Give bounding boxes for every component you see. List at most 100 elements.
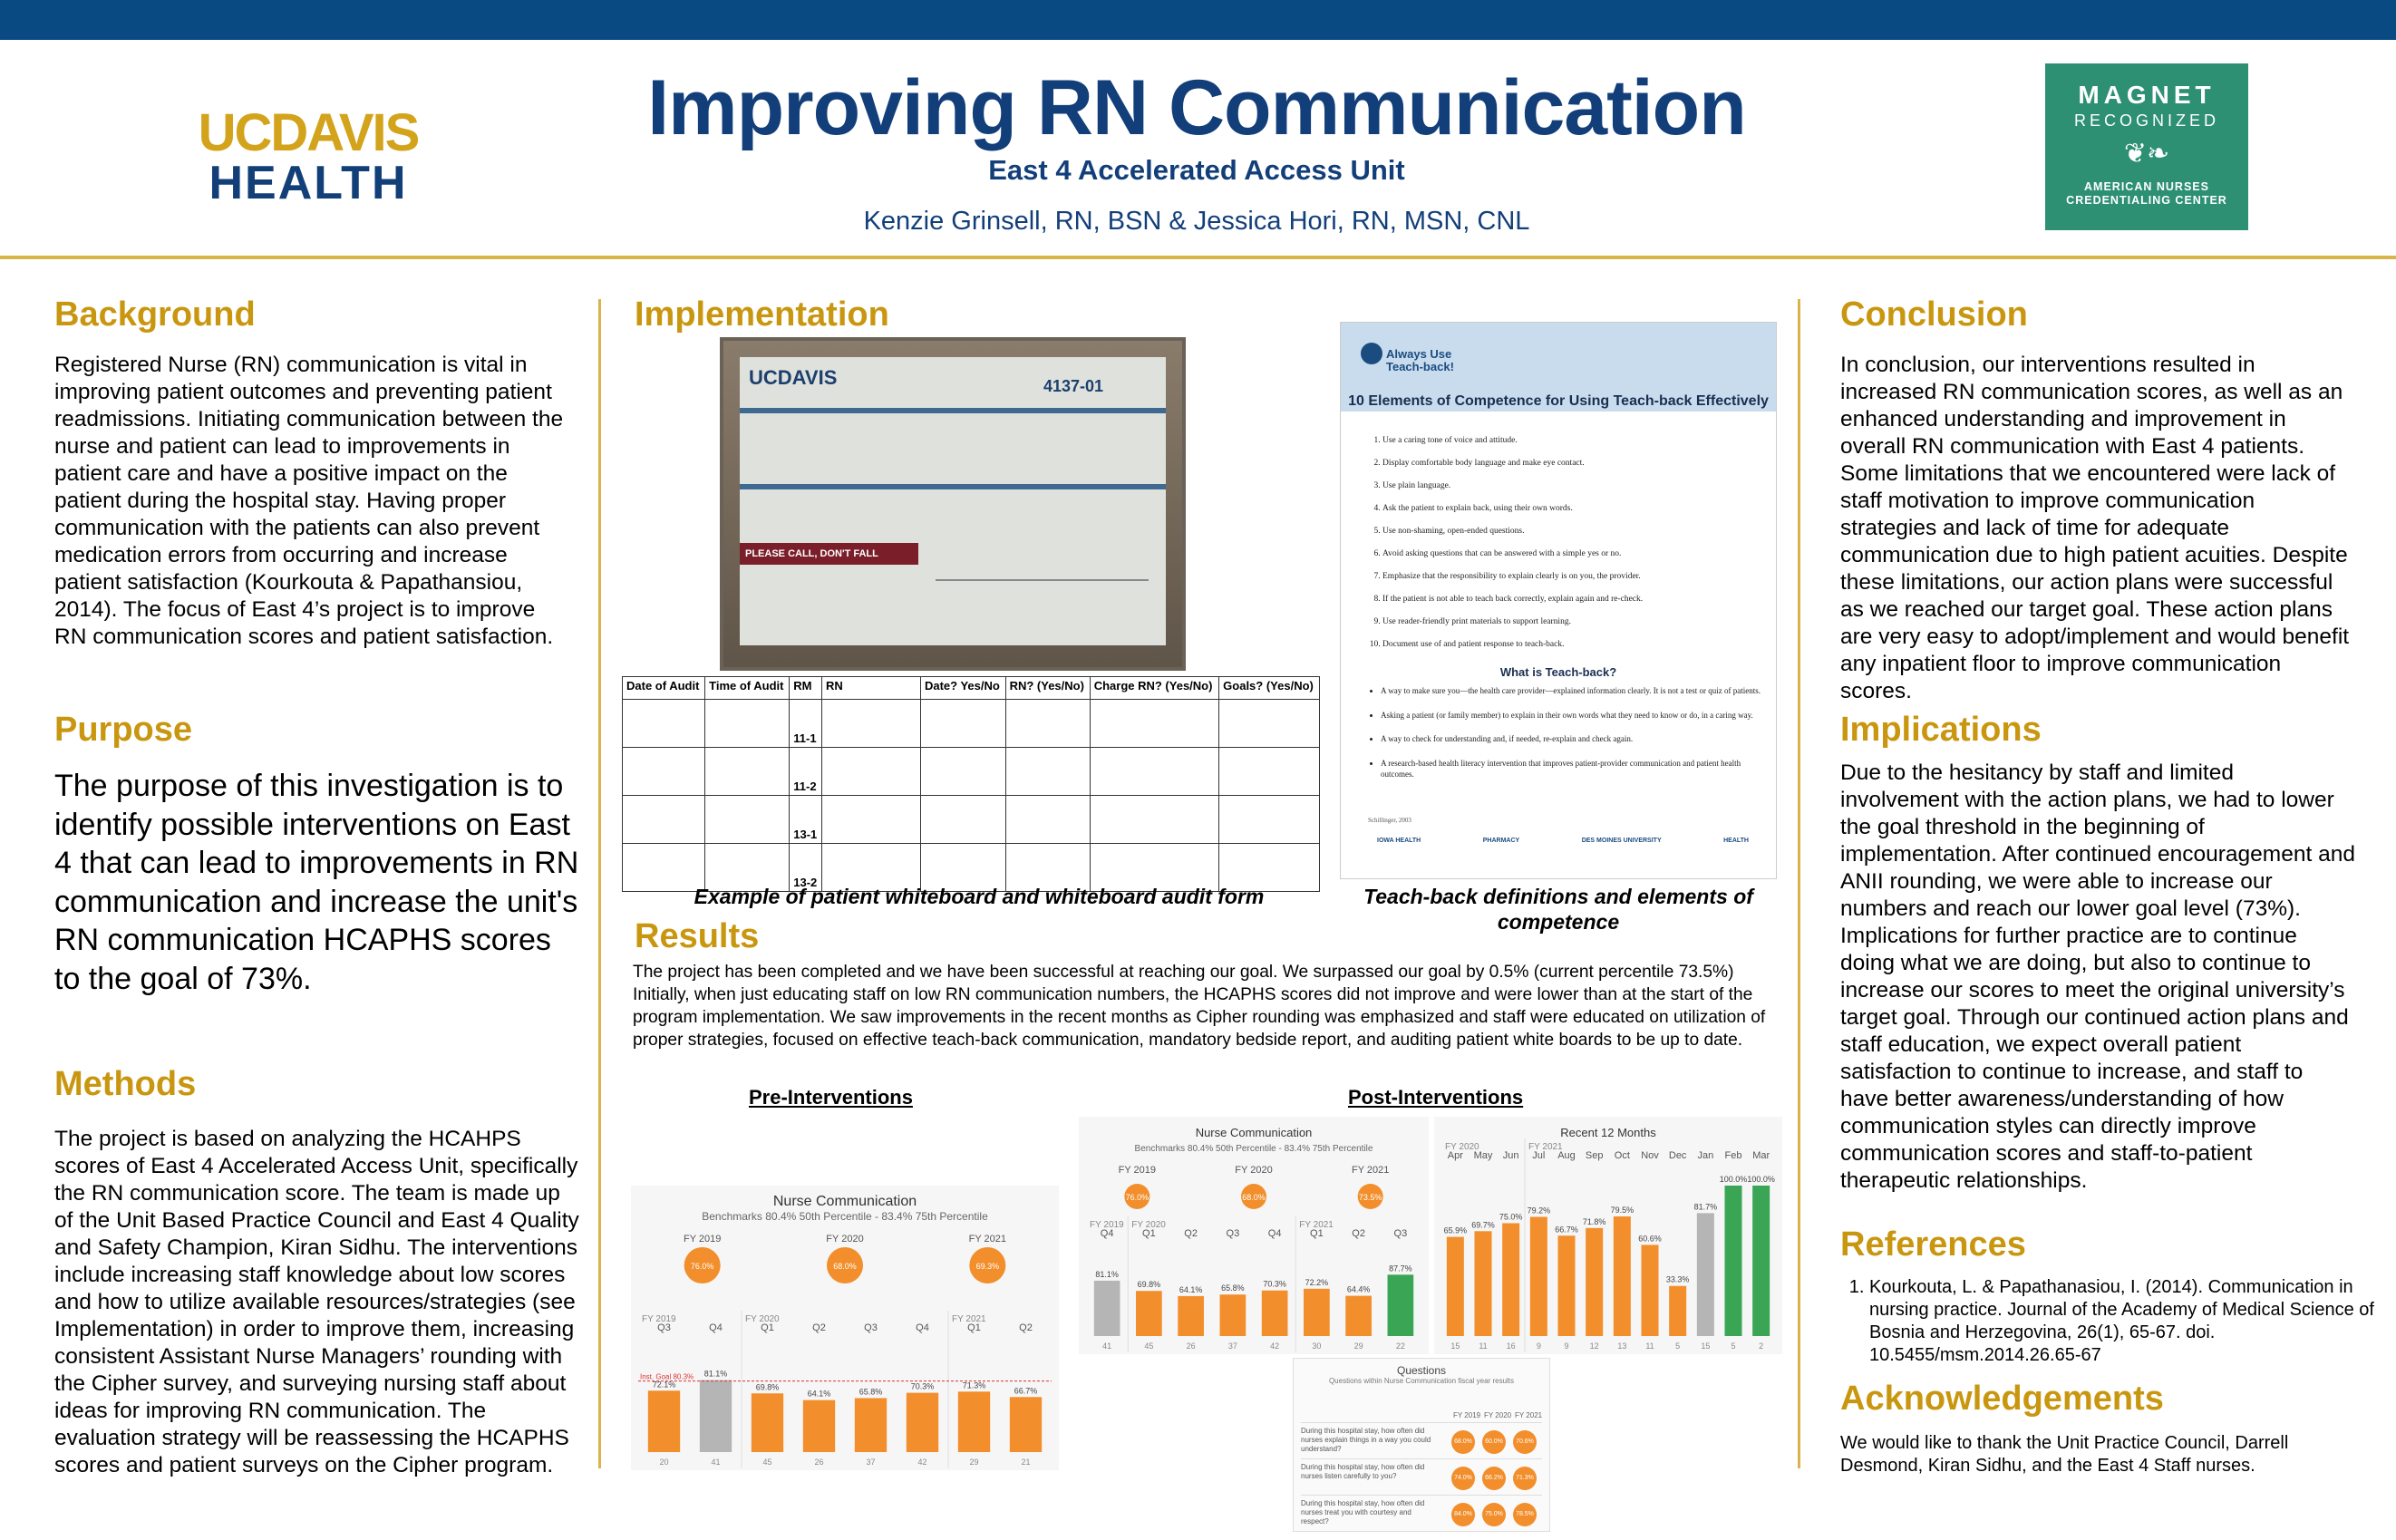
data-label: 70.3% bbox=[1263, 1280, 1286, 1289]
data-label: 64.4% bbox=[1347, 1285, 1371, 1294]
data-label: 100.0% bbox=[1747, 1175, 1775, 1184]
data-label: 79.2% bbox=[1528, 1206, 1551, 1216]
acknowledgements-heading: Acknowledgements bbox=[1840, 1380, 2164, 1418]
methods-heading: Methods bbox=[54, 1065, 197, 1103]
tick-label: Nov bbox=[1641, 1150, 1659, 1161]
data-label: 65.8% bbox=[859, 1387, 883, 1396]
data-label: 79.5% bbox=[1611, 1206, 1635, 1215]
data-label: 81.7% bbox=[1694, 1202, 1718, 1211]
tick-label: Q1 bbox=[761, 1322, 774, 1333]
chart-subtitle: Benchmarks 80.4% 50th Percentile - 83.4%… bbox=[702, 1210, 988, 1223]
count-label: 5 bbox=[1675, 1341, 1680, 1351]
data-label: 66.7% bbox=[1555, 1225, 1578, 1234]
data-label: 71.8% bbox=[1583, 1217, 1606, 1226]
count-label: 42 bbox=[917, 1458, 926, 1467]
fy-summary-value: 68.0% bbox=[1242, 1193, 1266, 1202]
tick-label: Q4 bbox=[916, 1322, 929, 1333]
tick-label: Q2 bbox=[1184, 1228, 1198, 1239]
data-label: 60.6% bbox=[1638, 1234, 1662, 1243]
header-divider bbox=[0, 256, 2396, 259]
ucdavis-health-logo: UCDAVIS HEALTH bbox=[198, 103, 421, 209]
count-label: 26 bbox=[814, 1458, 823, 1467]
bar bbox=[1613, 1216, 1631, 1336]
implications-text: Due to the hesitancy by staff and limite… bbox=[1840, 760, 2355, 1193]
question-row: During this hospital stay, how often did… bbox=[1301, 1458, 1542, 1496]
methods-text: The project is based on analyzing the HC… bbox=[54, 1127, 579, 1477]
tick-label: Q3 bbox=[1394, 1228, 1408, 1239]
bar bbox=[1724, 1186, 1742, 1336]
acknowledgements-text: We would like to thank the Unit Practice… bbox=[1840, 1433, 2289, 1476]
background-text: Registered Nurse (RN) communication is v… bbox=[54, 353, 564, 649]
bar bbox=[802, 1400, 836, 1452]
count-label: 45 bbox=[762, 1458, 771, 1467]
tick-label: Q3 bbox=[1227, 1228, 1240, 1239]
whiteboard-caption: Example of patient whiteboard and whiteb… bbox=[694, 885, 1265, 908]
tick-label: Q4 bbox=[709, 1322, 723, 1333]
chart-title: Nurse Communication bbox=[1196, 1126, 1313, 1139]
poster-title: Improving RN Communication bbox=[647, 64, 1746, 151]
data-label: 72.1% bbox=[653, 1380, 676, 1389]
count-label: 12 bbox=[1590, 1341, 1599, 1351]
data-label: 69.8% bbox=[756, 1382, 780, 1391]
count-label: 9 bbox=[1564, 1341, 1568, 1351]
data-label: 70.3% bbox=[911, 1382, 935, 1391]
tick-label: Q4 bbox=[1101, 1228, 1114, 1239]
group-label: FY 2021 bbox=[952, 1314, 986, 1324]
group-label: FY 2020 bbox=[1445, 1142, 1479, 1152]
tick-label: May bbox=[1474, 1150, 1493, 1161]
bar bbox=[1641, 1245, 1659, 1336]
tick-label: Apr bbox=[1448, 1150, 1463, 1161]
count-label: 29 bbox=[969, 1458, 978, 1467]
fy-summary-label: FY 2021 bbox=[969, 1234, 1006, 1245]
bar bbox=[1502, 1223, 1520, 1336]
count-label: 41 bbox=[1102, 1341, 1111, 1351]
tick-label: Jun bbox=[1503, 1150, 1519, 1161]
tick-label: Aug bbox=[1557, 1150, 1576, 1161]
question-row: During this hospital stay, how often did… bbox=[1301, 1422, 1542, 1459]
data-label: 33.3% bbox=[1666, 1275, 1690, 1284]
results-heading: Results bbox=[635, 917, 760, 955]
count-label: 16 bbox=[1507, 1341, 1516, 1351]
tick-label: Q3 bbox=[864, 1322, 878, 1333]
tick-label: Q2 bbox=[1352, 1228, 1365, 1239]
tick-label: Q4 bbox=[1268, 1228, 1282, 1239]
table-row: 11-1 bbox=[621, 699, 1320, 748]
fy-summary-label: FY 2020 bbox=[1235, 1165, 1272, 1176]
bar bbox=[854, 1398, 888, 1452]
bar bbox=[1557, 1235, 1576, 1336]
data-label: 72.2% bbox=[1305, 1278, 1329, 1287]
count-label: 42 bbox=[1270, 1341, 1279, 1351]
table-row: 13-2 bbox=[621, 843, 1320, 892]
teach-back-logo-icon bbox=[1361, 343, 1382, 364]
bar bbox=[751, 1393, 784, 1452]
group-label: FY 2020 bbox=[745, 1314, 780, 1324]
count-label: 11 bbox=[1479, 1341, 1487, 1351]
count-label: 45 bbox=[1144, 1341, 1153, 1351]
tick-label: Q1 bbox=[967, 1322, 981, 1333]
data-label: 65.9% bbox=[1444, 1226, 1468, 1235]
group-label: FY 2020 bbox=[1131, 1220, 1166, 1230]
count-label: 5 bbox=[1731, 1341, 1735, 1351]
bar bbox=[1261, 1290, 1288, 1336]
group-label: FY 2019 bbox=[642, 1314, 676, 1324]
count-label: 29 bbox=[1354, 1341, 1363, 1351]
bar bbox=[1387, 1274, 1414, 1336]
data-label: 69.7% bbox=[1471, 1220, 1495, 1229]
poster-authors: Kenzie Grinsell, RN, BSN & Jessica Hori,… bbox=[863, 207, 1530, 236]
tick-label: Feb bbox=[1725, 1150, 1742, 1161]
fy-summary-circle bbox=[969, 1247, 1006, 1283]
fy-summary-circle bbox=[1241, 1184, 1266, 1209]
table-row: 13-1 bbox=[621, 795, 1320, 844]
tick-label: Q1 bbox=[1142, 1228, 1156, 1239]
fy-summary-circle bbox=[1357, 1184, 1383, 1209]
group-label: FY 2019 bbox=[1090, 1220, 1124, 1230]
bar bbox=[1136, 1291, 1162, 1336]
data-label: 87.7% bbox=[1389, 1264, 1412, 1273]
tick-label: Jul bbox=[1532, 1150, 1545, 1161]
goal-label: Inst. Goal 80.3% bbox=[640, 1373, 694, 1381]
bar bbox=[906, 1392, 939, 1452]
